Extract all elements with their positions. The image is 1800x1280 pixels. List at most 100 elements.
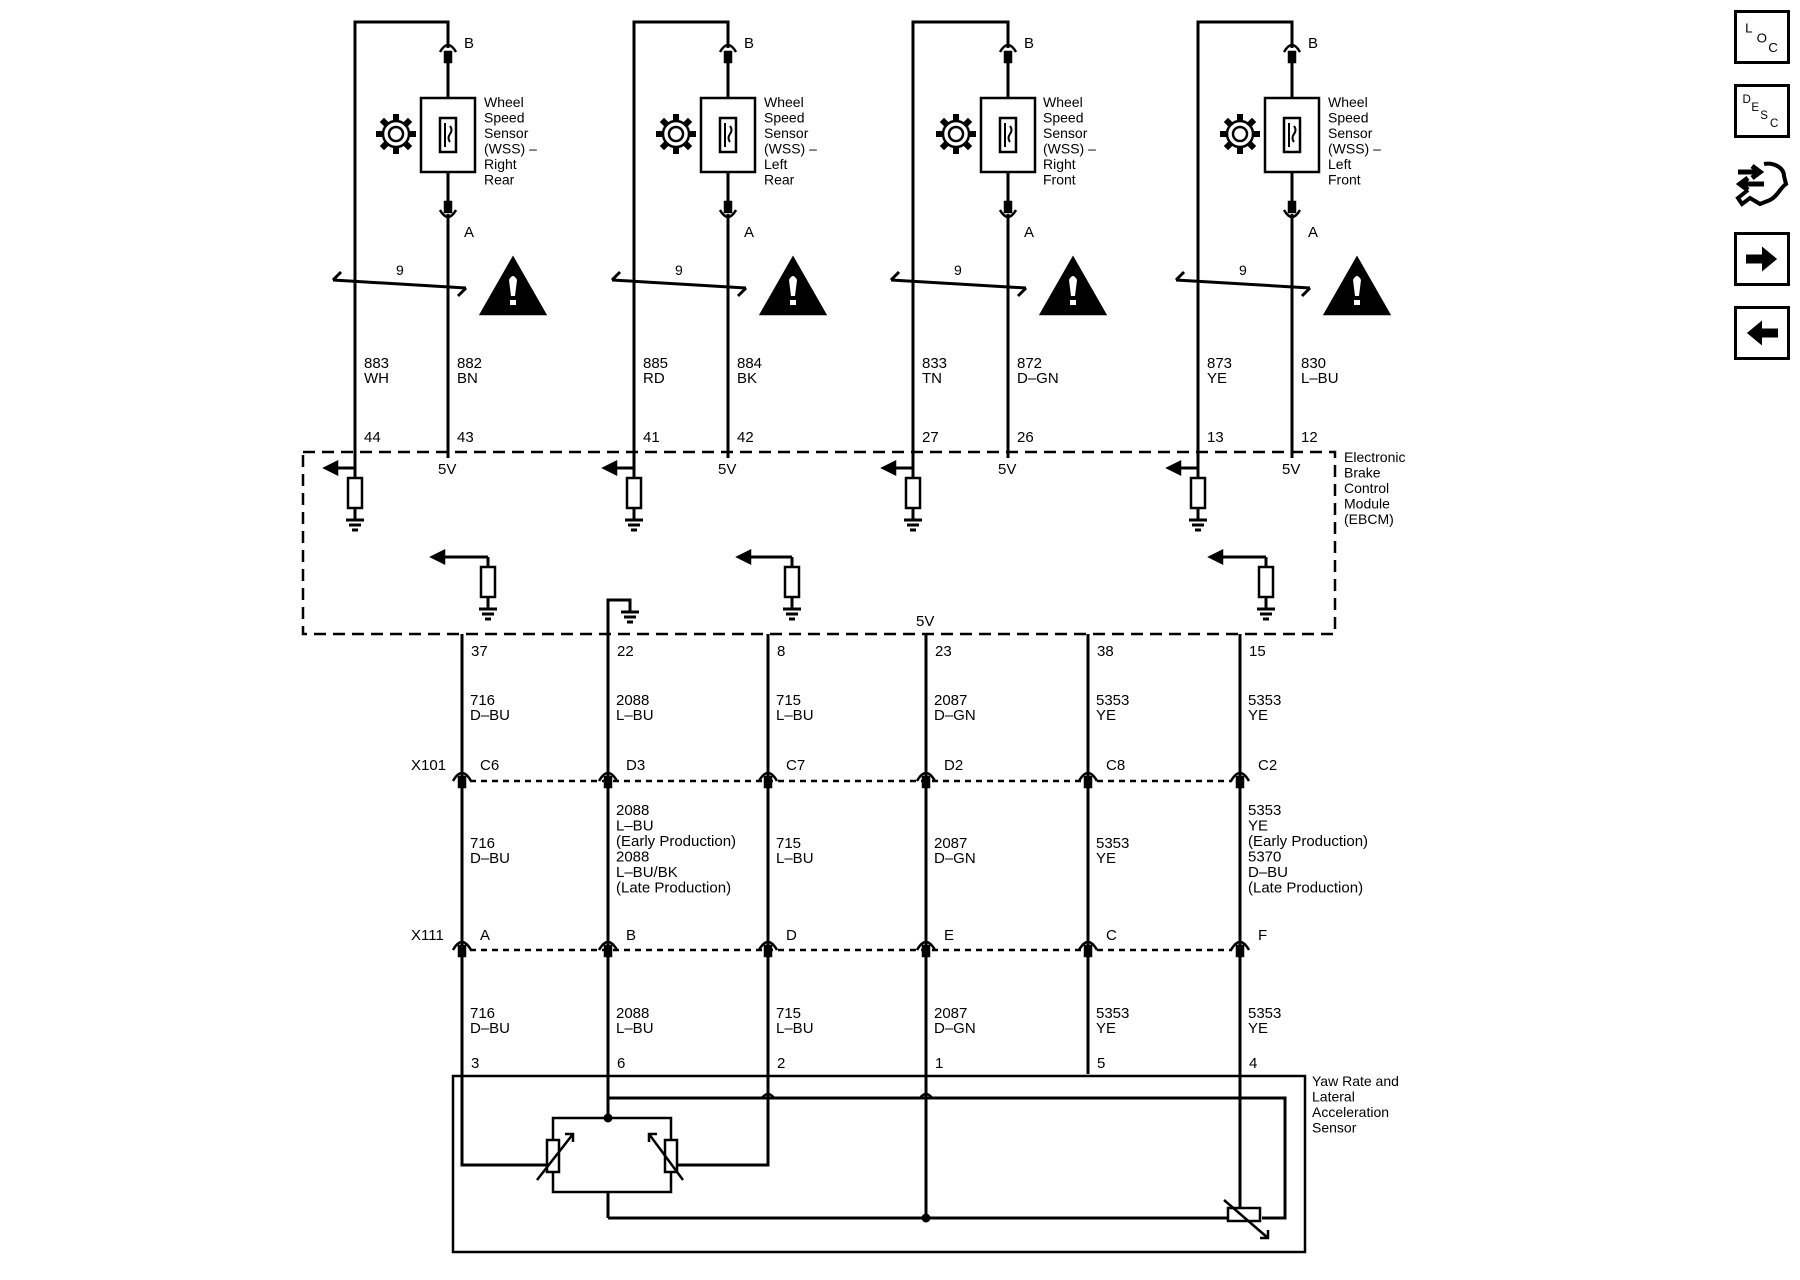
wss-1-wire-b — [353, 20, 450, 458]
wss-4-gear-icon — [1225, 119, 1255, 149]
wss-2-ground-resistor — [625, 476, 643, 510]
loc-letter-3: C — [1768, 40, 1778, 55]
yaw-wire-1-lower-label: D–BU — [470, 1020, 510, 1037]
previous-button[interactable] — [1734, 306, 1790, 360]
wss-3-bundle-count: 9 — [954, 262, 962, 278]
wss-2-name: Left — [764, 156, 787, 172]
wss-3-wire2-label: 872 — [1017, 355, 1042, 372]
x111-label: X111 — [411, 927, 444, 944]
wss-4-name: Speed — [1328, 110, 1368, 126]
yaw-wire-1-sensor-pin: 3 — [471, 1055, 479, 1072]
yaw-wire-6-x111-terminal — [1235, 944, 1245, 958]
connector-wrench-button[interactable] — [1734, 158, 1790, 212]
yaw-wire-4-upper-label: D–GN — [934, 707, 976, 724]
yaw-wire-6-x101-pin: C2 — [1258, 757, 1277, 774]
wss-4-pin-b: B — [1308, 35, 1318, 52]
yaw-sensor-label: Yaw Rate and — [1312, 1073, 1399, 1089]
wss-3-bundle-line — [890, 278, 1027, 290]
wss-2-name: Rear — [764, 172, 795, 188]
ebcm-label: (EBCM) — [1344, 511, 1394, 527]
yaw-wire-2-lower-label: L–BU — [616, 1020, 654, 1037]
wss-3-connector-a — [1003, 200, 1013, 214]
yaw-wire-6-middle-label: 5353 — [1248, 802, 1281, 819]
yaw-wire-2-lower-label: 2088 — [616, 1005, 649, 1022]
yaw-wire-5-upper-label: 5353 — [1096, 692, 1129, 709]
yaw-wire-5-upper-label: YE — [1096, 707, 1116, 724]
wss-3-name: Front — [1043, 172, 1076, 188]
lateral-resistor — [1226, 1206, 1262, 1223]
yaw-wire-6-lower-label: 5353 — [1248, 1005, 1281, 1022]
wss-3-input-arrow — [880, 459, 897, 477]
wss-2-pin-b: B — [744, 35, 754, 52]
wss-2-connector-a — [718, 209, 738, 219]
yaw-wire-2-x101-pin: D3 — [626, 757, 645, 774]
yaw-arrow-left — [536, 1132, 575, 1181]
yaw-wire-4-upper-label: 2087 — [934, 692, 967, 709]
desc-letter-4: C — [1770, 118, 1778, 130]
wss-2-gear-icon — [661, 119, 691, 149]
yaw-wire-6-x111-terminal — [1229, 940, 1251, 951]
wss-2-wire2-label: BK — [737, 370, 757, 387]
next-button[interactable] — [1734, 232, 1790, 286]
wss-1-voltage: 5V — [438, 461, 456, 478]
yaw-bridge — [551, 1116, 673, 1194]
wss-4-element — [1282, 116, 1302, 154]
wss-4-bundle-line — [1174, 270, 1186, 282]
wss-2-element — [718, 116, 738, 154]
yaw-wire-4-lower-label: D–GN — [934, 1020, 976, 1037]
yaw-sensor-label: Sensor — [1312, 1120, 1357, 1136]
wss-1-connector-a — [443, 200, 453, 214]
ebcm-in-15-gnd-resistor — [1257, 565, 1275, 599]
yaw-wire-3-ebcm-pin: 8 — [777, 643, 785, 660]
wss-2-connector-b — [718, 43, 738, 53]
desc-letter-3: S — [1760, 110, 1768, 122]
wss-3-voltage: 5V — [998, 461, 1016, 478]
wss-2-gear-icon — [656, 114, 696, 154]
yaw-wire-2-middle-label: L–BU/BK — [616, 864, 678, 881]
wss-1-name: Right — [484, 156, 517, 172]
wss-2-name: Speed — [764, 110, 804, 126]
ebcm-in-8-gnd-resistor — [783, 565, 801, 599]
wss-1-box — [419, 96, 477, 174]
yaw-wire-4-middle-label: 2087 — [934, 835, 967, 852]
wss-2-warning-icon — [789, 276, 797, 305]
wss-1-element — [438, 116, 458, 154]
ebcm-label: Electronic — [1344, 449, 1405, 465]
yaw-wire-3-x111-pin: D — [786, 927, 797, 944]
yaw-wire-6-middle-label: (Late Production) — [1248, 880, 1363, 897]
yaw-wire-2-middle-label: L–BU — [616, 818, 654, 835]
wss-4-wire2-label: L–BU — [1301, 370, 1339, 387]
wss-3-wire2-label: D–GN — [1017, 370, 1059, 387]
wss-1-name: Rear — [484, 172, 515, 188]
wss-2-name: Sensor — [764, 125, 809, 141]
wss-4-gear-icon — [1231, 125, 1249, 143]
wss-4-name: Wheel — [1328, 94, 1368, 110]
wss-1-connector-a — [438, 209, 458, 219]
wss-3-connector-b — [998, 43, 1018, 53]
yaw-wire-2-middle-label: 2088 — [616, 802, 649, 819]
yaw-rail-6 — [608, 1096, 1287, 1220]
wire-crossover — [761, 1092, 775, 1099]
wss-1-wire2-label: BN — [457, 370, 478, 387]
wss-1-name: Speed — [484, 110, 524, 126]
wss-3-element — [998, 116, 1018, 154]
wss-3-gear-icon — [936, 114, 976, 154]
wire-crossover — [919, 1092, 933, 1099]
wss-3-connector-b — [1003, 50, 1013, 64]
wss-4-wire2-label: 830 — [1301, 355, 1326, 372]
wss-4-wire-b — [1196, 20, 1294, 458]
wss-4-pin-a: A — [1308, 224, 1318, 241]
wss-3-ground-resistor — [904, 476, 922, 510]
wss-2-wire2-label: 884 — [737, 355, 762, 372]
wss-1-gear-icon — [387, 125, 405, 143]
wss-3-coil — [1004, 123, 1013, 147]
yaw-rail-3 — [460, 1074, 553, 1167]
yaw-wire-1-x101-pin: C6 — [480, 757, 499, 774]
wss-2-pin2: 42 — [737, 429, 754, 446]
arrow-left-icon — [1746, 320, 1778, 346]
desc-letter-2: E — [1751, 102, 1759, 114]
wss-3-name: Wheel — [1043, 94, 1083, 110]
yaw-sensor-label: Acceleration — [1312, 1104, 1389, 1120]
